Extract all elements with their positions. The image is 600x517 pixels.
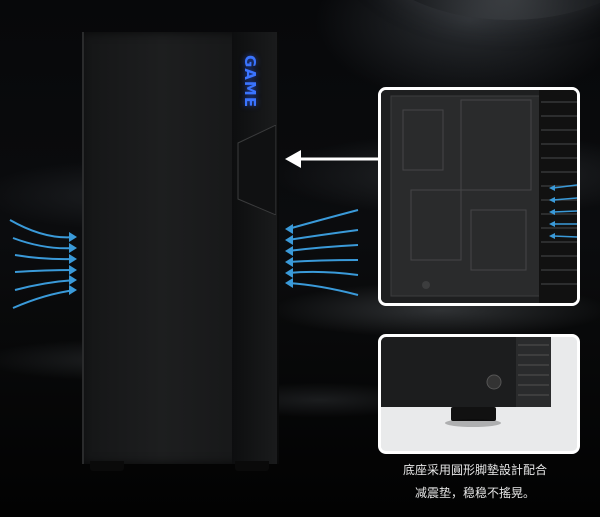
feature-caption: 底座采用圓形脚墊設計配合 减震垫，稳稳不搖晃。 xyxy=(355,459,595,505)
case-feet-photo xyxy=(381,337,577,451)
case-interior-photo xyxy=(381,90,577,303)
caption-line-1: 底座采用圓形脚墊設計配合 xyxy=(402,463,547,477)
pc-case-notch xyxy=(237,125,276,215)
inset-case-interior xyxy=(378,87,580,306)
pointer-arrow xyxy=(285,150,380,168)
case-foot-left xyxy=(90,461,124,471)
caption-line-2: 减震垫，稳稳不搖晃。 xyxy=(414,486,535,500)
airflow-arrows-right xyxy=(285,209,359,296)
pc-case-front-strip xyxy=(232,32,277,464)
airflow-arrows-left xyxy=(9,219,77,309)
inset-case-feet xyxy=(378,334,580,454)
game-logo: GAME xyxy=(241,55,259,109)
case-foot-right xyxy=(235,461,269,471)
